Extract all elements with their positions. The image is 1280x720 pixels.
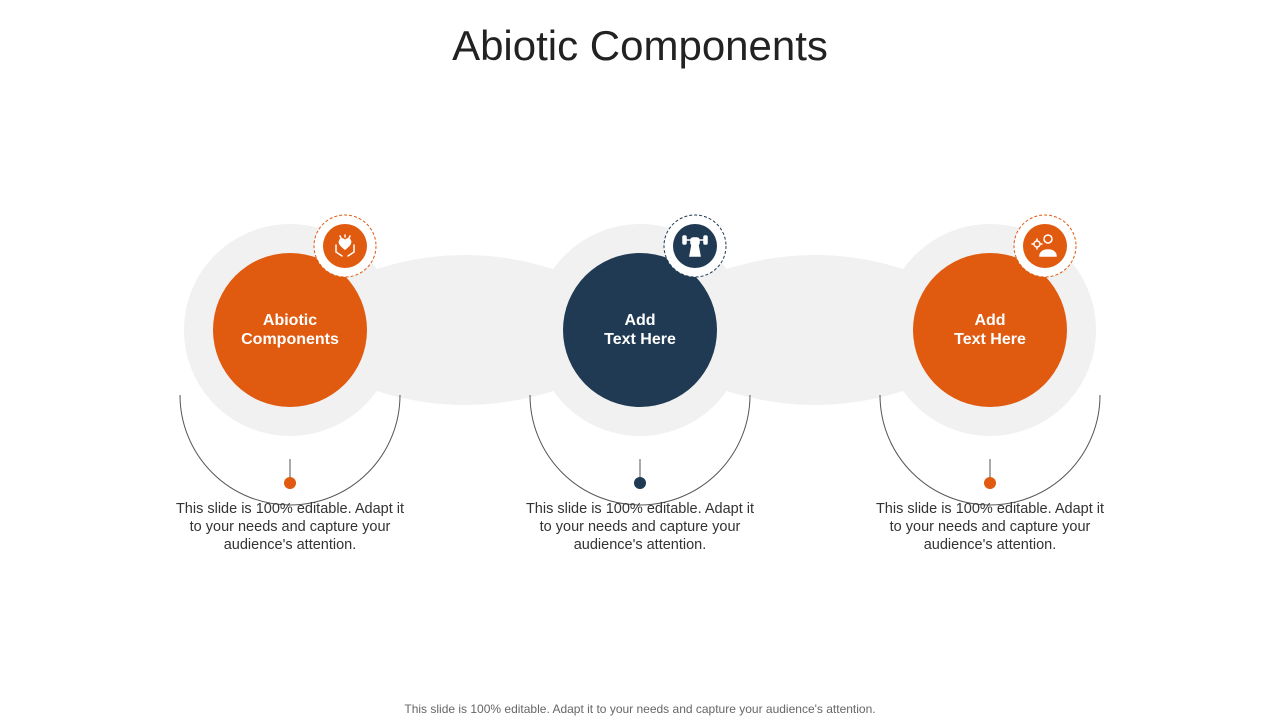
- fist-weight-icon: [682, 235, 708, 257]
- step-2-description: This slide is 100% editable. Adapt it to…: [525, 501, 755, 553]
- step-1-label: Abiotic Components: [241, 312, 339, 348]
- step-2-label: Add Text Here: [604, 312, 676, 348]
- hands-heart-icon: [335, 234, 355, 257]
- step-2-circle[interactable]: [563, 253, 717, 407]
- step-2-arc: [529, 394, 751, 506]
- step-3-label: Add Text Here: [954, 312, 1026, 348]
- step-2: [529, 214, 751, 506]
- step-3-arc: [879, 394, 1101, 506]
- step-1-dot: [284, 477, 296, 489]
- step-1-description: This slide is 100% editable. Adapt it to…: [175, 501, 405, 553]
- footer-note: This slide is 100% editable. Adapt it to…: [404, 702, 876, 716]
- step-1-arc: [179, 394, 401, 506]
- step-3-circle[interactable]: [913, 253, 1067, 407]
- page-title: Abiotic Components: [452, 22, 828, 69]
- step-3: [879, 214, 1101, 506]
- step-3-dot: [984, 477, 996, 489]
- step-1-circle[interactable]: [213, 253, 367, 407]
- step-3-description: This slide is 100% editable. Adapt it to…: [875, 501, 1105, 553]
- person-gear-icon: [1031, 234, 1057, 257]
- step-2-dot: [634, 477, 646, 489]
- step-1: [179, 214, 401, 506]
- step-3-badge: [1023, 224, 1067, 268]
